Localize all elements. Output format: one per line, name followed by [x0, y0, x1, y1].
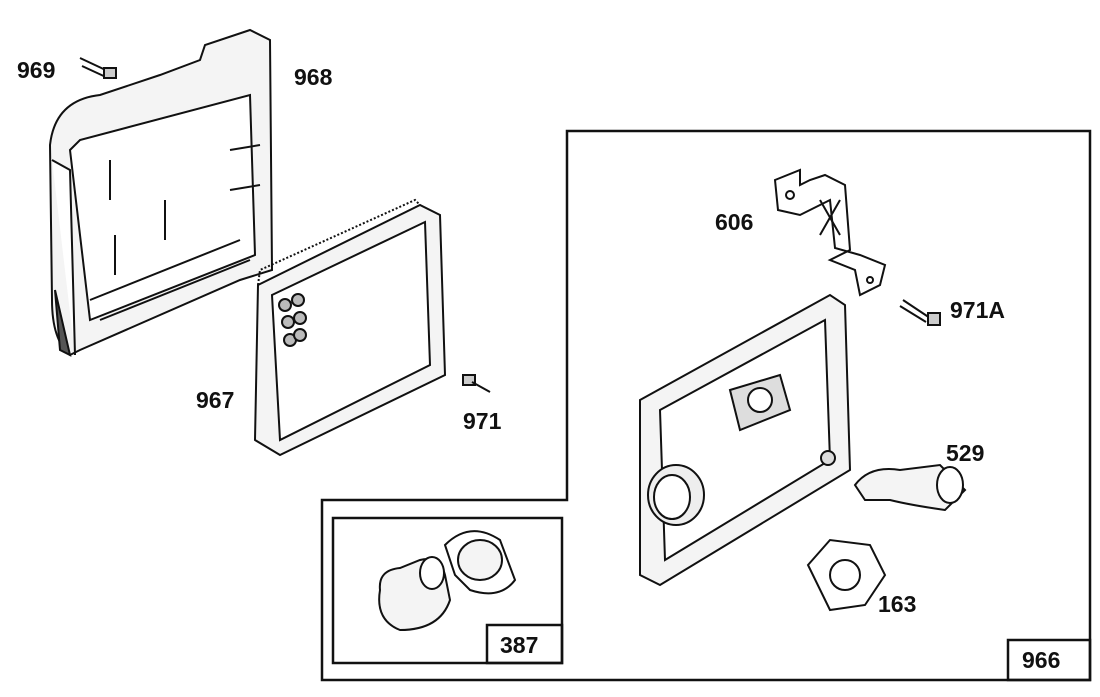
kit-box-387: [331, 516, 564, 665]
part-label-966: 966: [1022, 647, 1061, 673]
part-label-971a: 971A: [950, 297, 1005, 323]
part-label-969: 969: [17, 57, 56, 83]
elbow-tube-529: [853, 463, 967, 512]
part-label-529: 529: [946, 440, 985, 466]
bolt-969: [79, 57, 117, 79]
assembly-box-966: [320, 129, 1092, 682]
air-cleaner-base-968: [48, 28, 274, 357]
part-label-606: 606: [715, 209, 754, 235]
bolt-971a: [899, 299, 941, 326]
part-label-387: 387: [500, 632, 539, 658]
label-box-966: [1006, 638, 1092, 682]
part-label-163: 163: [878, 591, 917, 617]
part-label-968: 968: [294, 64, 333, 90]
gasket-163: [806, 538, 887, 612]
air-filter-967: [253, 198, 447, 457]
screw-971: [462, 374, 491, 393]
part-label-971: 971: [463, 408, 502, 434]
air-cleaner-body-966: [639, 293, 852, 587]
part-label-967: 967: [196, 387, 235, 413]
bracket-606: [773, 168, 887, 297]
kit-parts-387: [378, 530, 517, 632]
label-box-387: [485, 623, 564, 665]
